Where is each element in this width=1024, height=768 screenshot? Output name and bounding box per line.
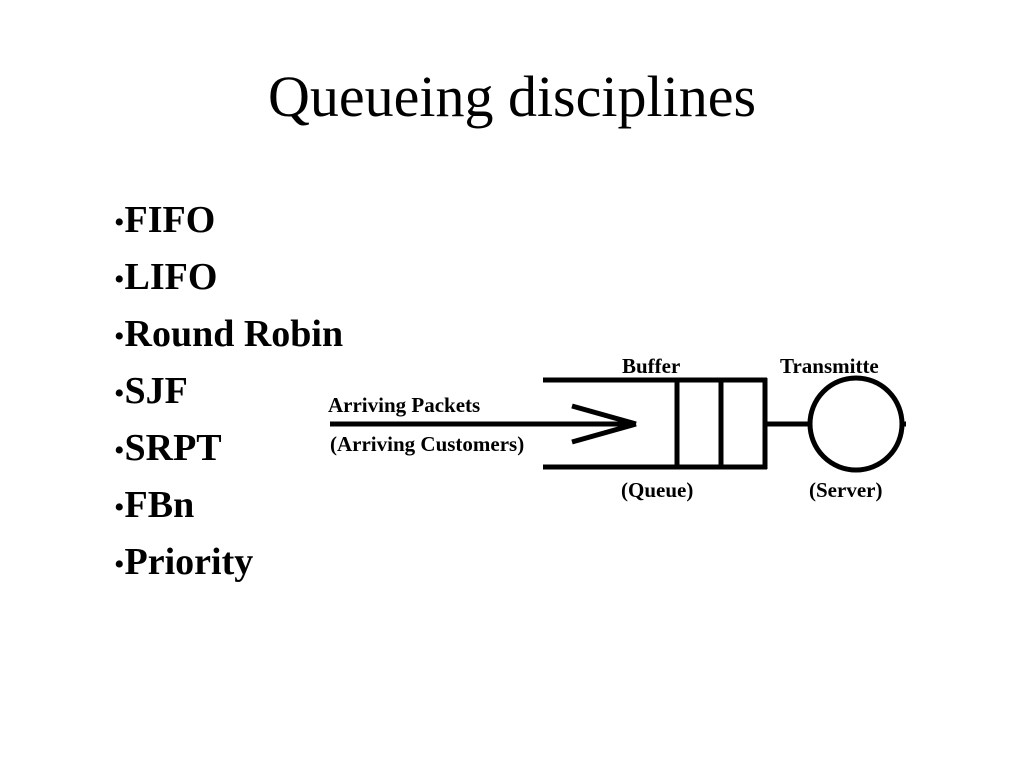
list-item: •SJF xyxy=(114,364,343,421)
buffer-label: Buffer xyxy=(622,354,680,378)
server-sublabel: (Server) xyxy=(809,478,882,502)
bullet-icon: • xyxy=(114,491,125,524)
bullet-icon: • xyxy=(114,434,125,467)
bullet-icon: • xyxy=(114,548,125,581)
list-item: •FIFO xyxy=(114,193,343,250)
buffer-sublabel: (Queue) xyxy=(621,478,693,502)
arrival-sublabel: (Arriving Customers) xyxy=(330,432,524,456)
list-item: •SRPT xyxy=(114,421,343,478)
list-item-label: Round Robin xyxy=(124,313,344,355)
slide-title: Queueing disciplines xyxy=(267,64,757,129)
list-item: •LIFO xyxy=(114,250,343,307)
arrival-label: Arriving Packets xyxy=(328,393,480,417)
list-item-label: SJF xyxy=(124,370,188,412)
server-label: Transmitte xyxy=(780,354,879,378)
list-item-label: SRPT xyxy=(124,427,222,469)
list-item: •FBn xyxy=(114,478,343,535)
bullet-icon: • xyxy=(114,320,125,353)
list-item-label: FBn xyxy=(124,484,195,526)
discipline-list: •FIFO •LIFO •Round Robin •SJF •SRPT •FBn… xyxy=(114,193,343,592)
list-item-label: Priority xyxy=(124,541,254,583)
bullet-icon: • xyxy=(114,206,125,239)
buffer-queue-icon xyxy=(543,377,768,470)
list-item: •Round Robin xyxy=(114,307,343,364)
bullet-icon: • xyxy=(114,263,125,296)
list-item-label: FIFO xyxy=(124,199,216,241)
server-circle-icon xyxy=(807,375,905,473)
list-item-label: LIFO xyxy=(124,256,218,298)
list-item: •Priority xyxy=(114,535,343,592)
bullet-icon: • xyxy=(114,377,125,410)
arrival-arrow-icon xyxy=(330,403,637,445)
